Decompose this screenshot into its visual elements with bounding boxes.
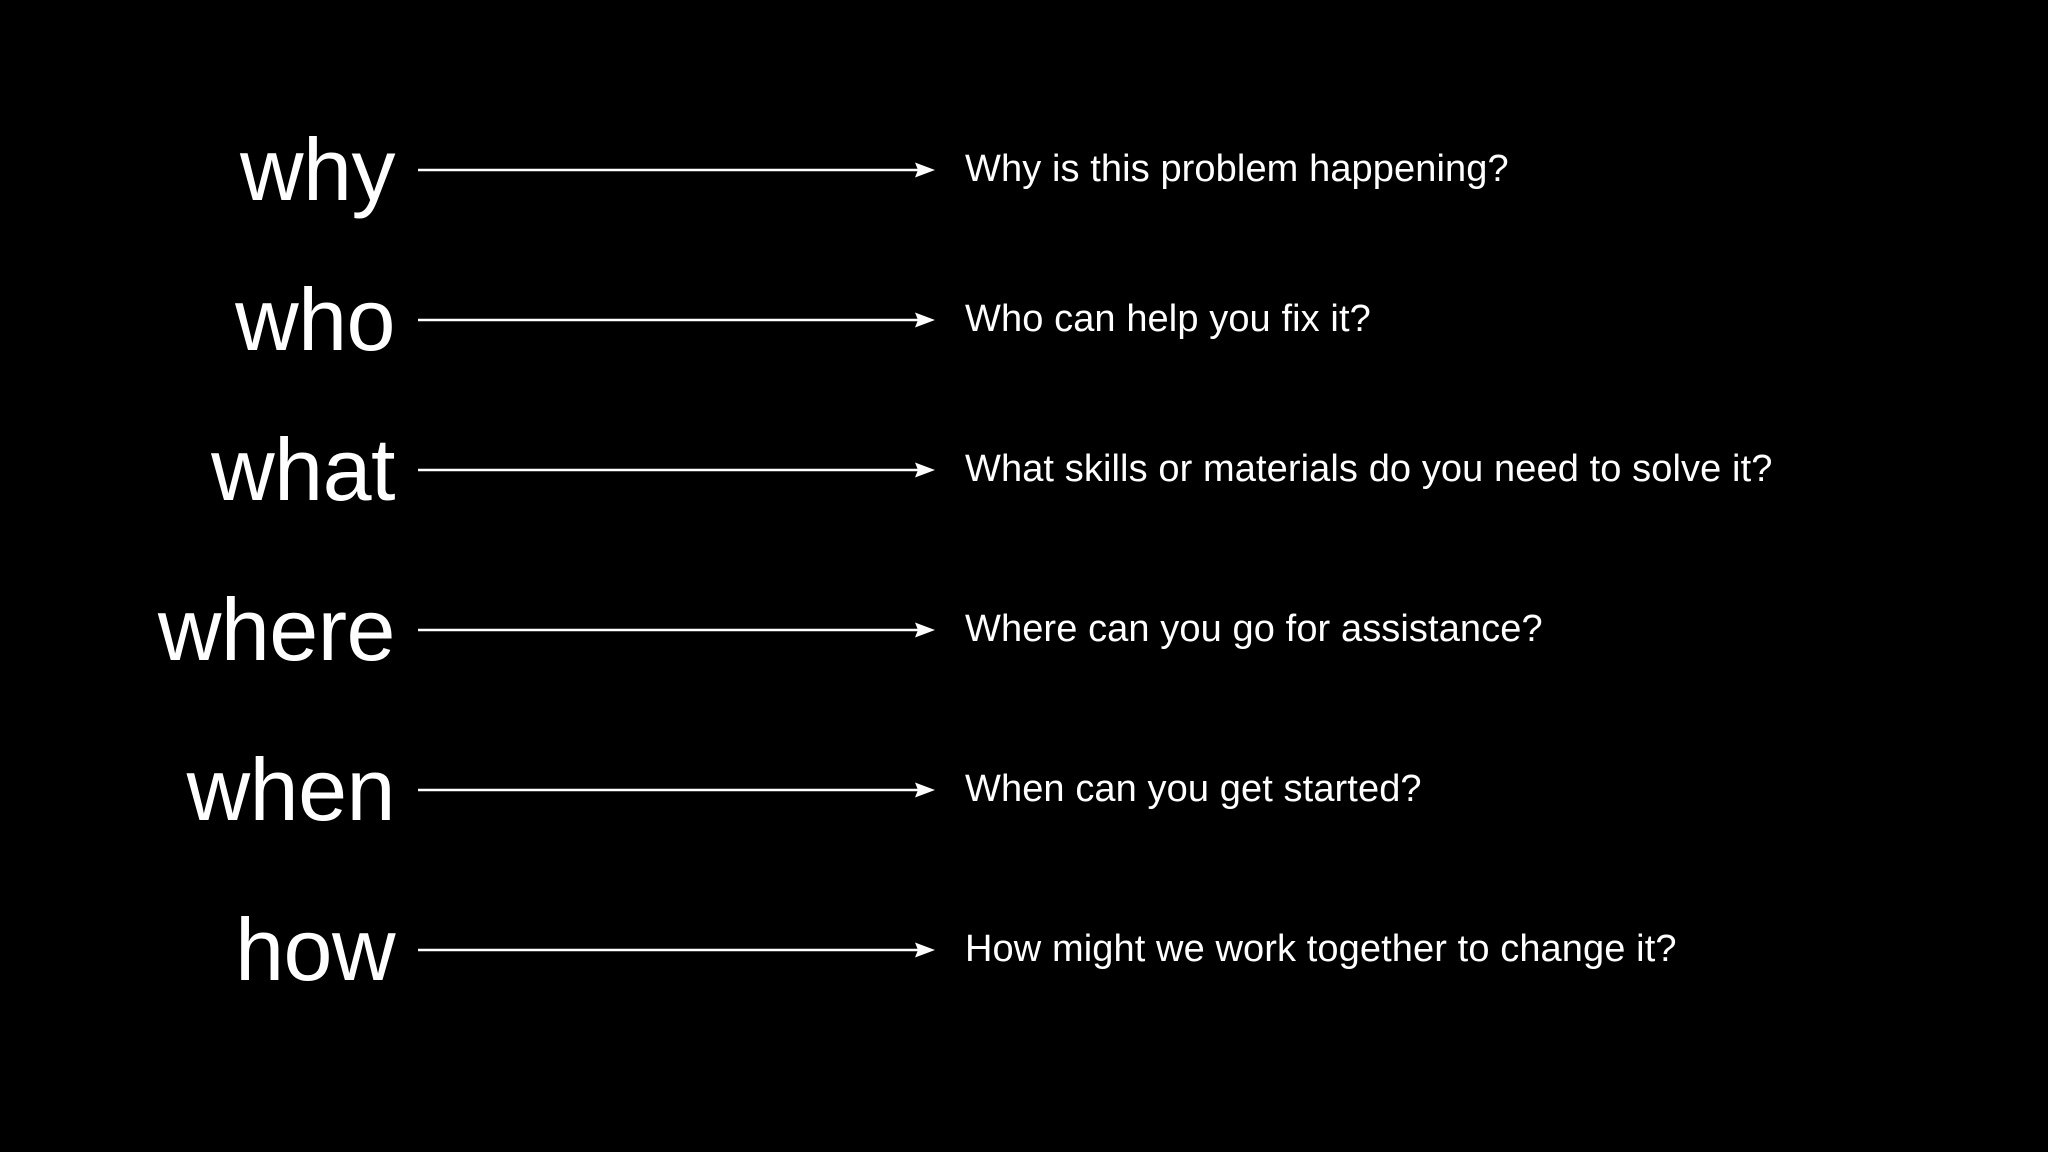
keyword-why: why xyxy=(240,120,396,219)
arrow-right-icon xyxy=(418,458,935,482)
keyword-how: how xyxy=(235,900,395,999)
arrow-right-icon xyxy=(418,938,935,962)
keyword-who: who xyxy=(235,270,395,369)
keyword-what: what xyxy=(211,420,395,519)
keyword-where: where xyxy=(157,580,396,679)
prompt-row: why Why is this problem happening? xyxy=(0,110,2048,230)
question-when: When can you get started? xyxy=(965,768,1422,811)
keyword-when: when xyxy=(186,740,396,839)
question-where: Where can you go for assistance? xyxy=(965,608,1543,651)
arrow-right-icon xyxy=(418,158,935,182)
question-how: How might we work together to change it? xyxy=(965,928,1677,971)
prompt-row: how How might we work together to change… xyxy=(0,890,2048,1010)
question-why: Why is this problem happening? xyxy=(965,148,1509,191)
prompt-row: who Who can help you fix it? xyxy=(0,260,2048,380)
arrow-right-icon xyxy=(418,308,935,332)
question-what: What skills or materials do you need to … xyxy=(965,448,1773,491)
question-who: Who can help you fix it? xyxy=(965,298,1371,341)
prompt-row: what What skills or materials do you nee… xyxy=(0,410,2048,530)
prompt-row: where Where can you go for assistance? xyxy=(0,570,2048,690)
prompt-row: when When can you get started? xyxy=(0,730,2048,850)
arrow-right-icon xyxy=(418,618,935,642)
arrow-right-icon xyxy=(418,778,935,802)
